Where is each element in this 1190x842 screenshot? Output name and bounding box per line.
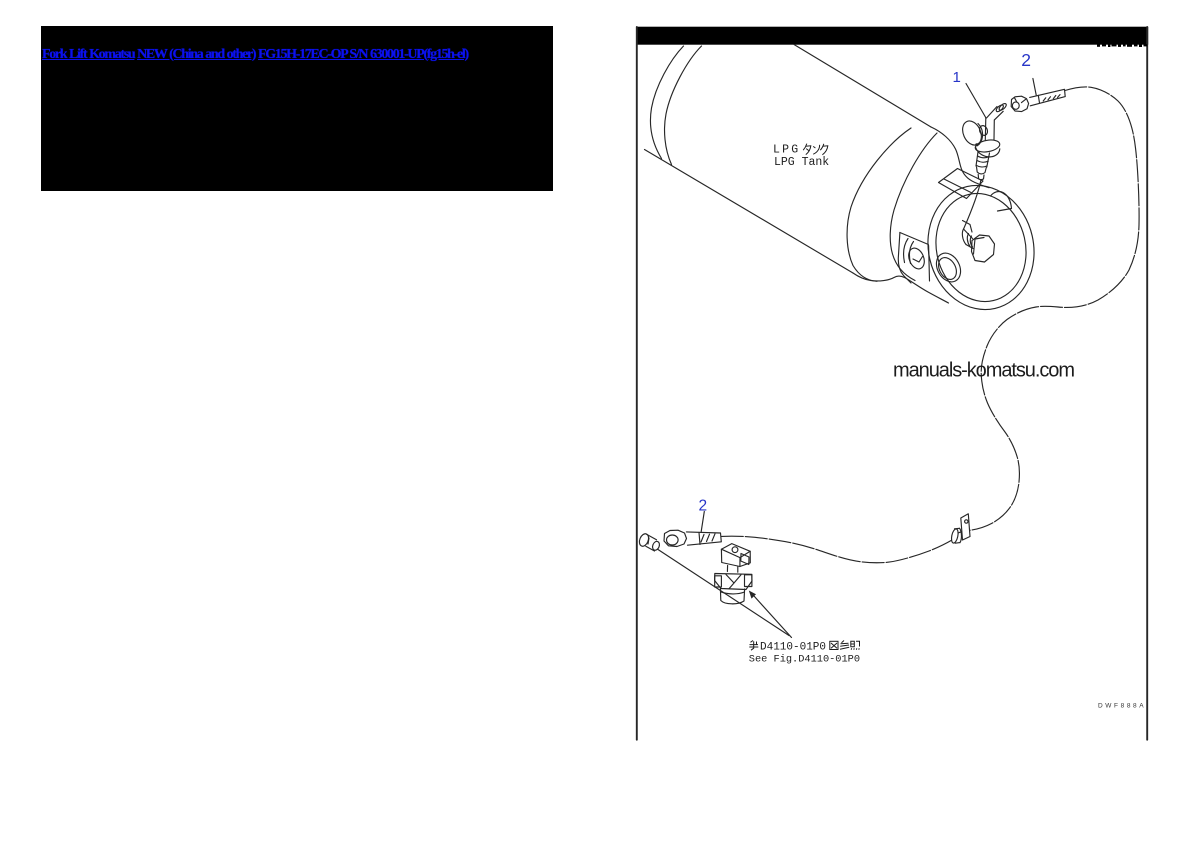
svg-text:LPG: LPG — [773, 144, 800, 157]
svg-text:1: 1 — [953, 69, 961, 86]
svg-text:2: 2 — [1021, 50, 1031, 70]
svg-text:2: 2 — [699, 498, 708, 515]
svg-text:LPG Tank: LPG Tank — [774, 156, 829, 169]
svg-text:manuals-komatsu.com: manuals-komatsu.com — [893, 360, 1075, 382]
svg-text:See Fig.D4110-01P0: See Fig.D4110-01P0 — [749, 654, 860, 666]
svg-text:DWF888A: DWF888A — [1098, 703, 1146, 710]
svg-text:D4110-01P0: D4110-01P0 — [760, 642, 826, 654]
